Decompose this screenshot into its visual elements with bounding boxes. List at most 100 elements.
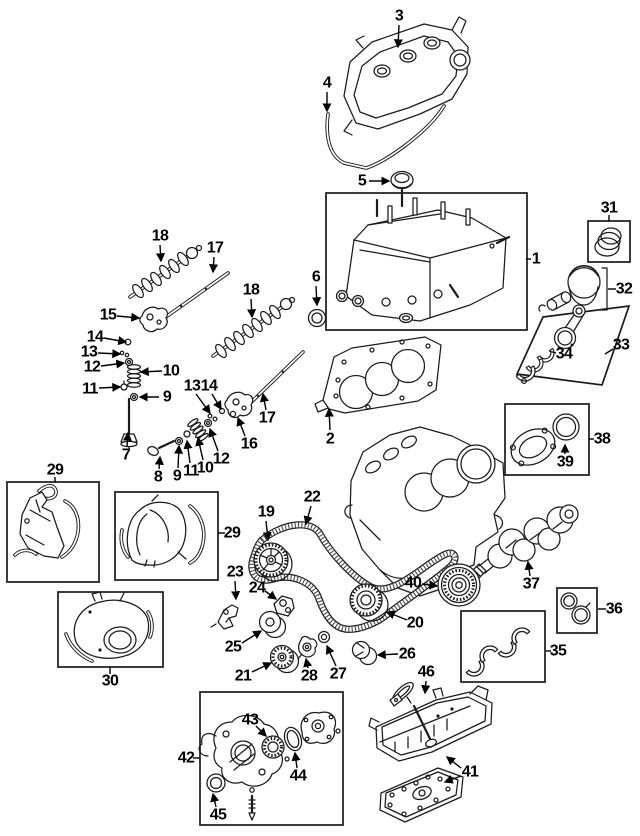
callout-13: 13 xyxy=(81,344,98,361)
leader-3 xyxy=(393,24,403,49)
timing-cover-left xyxy=(13,483,81,559)
leader-27 xyxy=(326,644,337,667)
callout-46: 46 xyxy=(418,664,435,681)
valve-keepers-b xyxy=(207,407,226,422)
callout-12: 12 xyxy=(213,451,230,468)
callout-32: 32 xyxy=(616,281,633,298)
leader-18 xyxy=(155,244,166,263)
callout-9: 9 xyxy=(173,468,182,485)
leader-11 xyxy=(183,439,193,464)
leader-33 xyxy=(604,348,614,355)
camshaft-sprocket xyxy=(253,542,293,582)
oil-filler-cap xyxy=(390,170,414,190)
callout-44: 44 xyxy=(290,768,307,785)
crank-seals xyxy=(560,592,591,625)
callout-16: 16 xyxy=(241,436,258,453)
belt-washer xyxy=(317,630,331,644)
dipstick-tube xyxy=(389,681,437,748)
callout-10: 10 xyxy=(163,363,180,380)
cam-seal xyxy=(307,308,327,328)
callout-30: 30 xyxy=(102,673,119,690)
rear-main-seal xyxy=(509,413,580,467)
callout-43: 43 xyxy=(242,712,259,729)
leader-13 xyxy=(97,349,122,359)
spring-seat-a xyxy=(129,392,139,402)
callout-21: 21 xyxy=(235,668,252,685)
callout-2: 2 xyxy=(326,431,335,448)
leader-34 xyxy=(548,350,557,354)
leader-26 xyxy=(376,650,399,660)
main-bearings xyxy=(465,623,531,681)
callout-45: 45 xyxy=(210,807,227,824)
connecting-rod xyxy=(515,304,586,386)
callout-8: 8 xyxy=(154,469,163,486)
leader-7 xyxy=(122,431,132,448)
tensioner-roller xyxy=(258,610,287,639)
intake-valve xyxy=(120,397,138,451)
timing-cover-box-right xyxy=(114,491,219,581)
callout-24: 24 xyxy=(249,580,266,597)
leader-25 xyxy=(241,630,263,644)
callout-37: 37 xyxy=(523,576,540,593)
callout-22: 22 xyxy=(304,489,321,506)
callout-14: 14 xyxy=(87,329,104,346)
oil-pan-lower xyxy=(379,767,464,823)
callout-41: 41 xyxy=(462,764,479,781)
rocker-arm-rear xyxy=(224,391,254,419)
leader-24 xyxy=(264,590,278,600)
callout-34: 34 xyxy=(556,346,573,363)
callout-17: 17 xyxy=(207,240,224,257)
camshaft-rear xyxy=(211,296,296,359)
callout-13: 13 xyxy=(184,378,201,395)
leader-43 xyxy=(255,725,267,737)
callout-4: 4 xyxy=(323,75,332,92)
camshaft-front xyxy=(128,244,203,299)
leader-16 xyxy=(236,416,246,437)
leader-40 xyxy=(421,580,439,590)
leader-37 xyxy=(524,560,534,577)
leader-12 xyxy=(100,359,126,369)
leader-14 xyxy=(211,393,222,411)
leader-10 xyxy=(139,367,163,377)
cylinder-plug xyxy=(351,640,378,666)
leader-13 xyxy=(195,393,211,415)
callout-17: 17 xyxy=(259,410,276,427)
leader-20 xyxy=(385,610,408,621)
callout-19: 19 xyxy=(258,504,275,521)
cylinder-head xyxy=(335,188,511,324)
leader-11 xyxy=(98,382,122,392)
leader-15 xyxy=(116,312,141,322)
valve-retainer-lock-a xyxy=(119,350,130,358)
leader-41 xyxy=(443,775,462,784)
callout-18: 18 xyxy=(152,228,169,245)
valve-seal-b xyxy=(183,430,191,438)
callout-11: 11 xyxy=(183,463,199,480)
oil-pan xyxy=(368,685,493,762)
spring-retainer-b xyxy=(203,418,213,428)
valve-seal-a xyxy=(120,380,128,391)
leader-10 xyxy=(195,436,205,461)
callout-14: 14 xyxy=(201,378,218,395)
timing-belt xyxy=(248,521,459,633)
leader-21 xyxy=(251,662,273,673)
callout-15: 15 xyxy=(100,307,117,324)
callout-27: 27 xyxy=(330,666,347,683)
exhaust-valve xyxy=(147,439,176,456)
callout-20: 20 xyxy=(407,615,424,632)
callout-35: 35 xyxy=(550,643,567,660)
leader-2 xyxy=(324,407,334,431)
leader-18 xyxy=(247,298,257,319)
cylinder-head-box xyxy=(325,192,528,331)
leader-8 xyxy=(154,455,164,470)
piston xyxy=(538,265,608,312)
callout-18: 18 xyxy=(243,282,260,299)
callout-9: 9 xyxy=(163,389,172,406)
valve-cover xyxy=(343,16,471,136)
crank-sprocket xyxy=(349,583,389,622)
callout-7: 7 xyxy=(122,447,131,464)
leader-14 xyxy=(103,336,128,346)
pan-bolt-holes xyxy=(387,774,451,817)
callout-31: 31 xyxy=(601,200,618,217)
leader-41 xyxy=(445,756,462,769)
